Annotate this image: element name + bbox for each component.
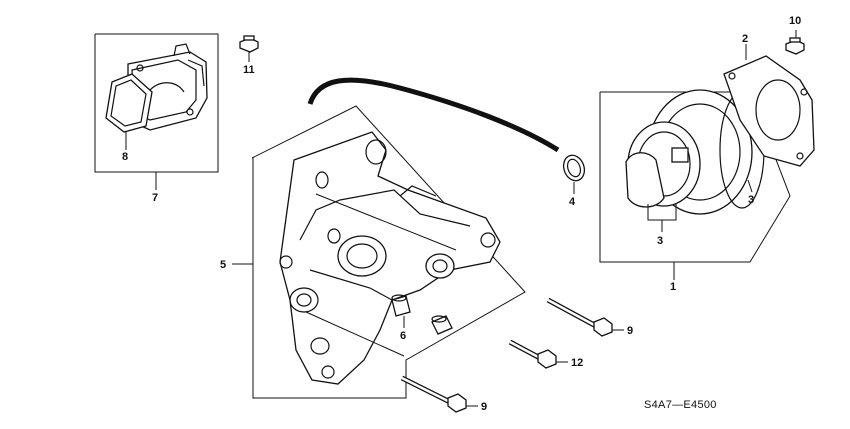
callout-10: 10 bbox=[789, 15, 801, 27]
pump-cover-2 bbox=[723, 55, 815, 167]
callout-7: 7 bbox=[152, 192, 158, 204]
callout-2: 2 bbox=[742, 33, 748, 45]
callout-8: 8 bbox=[122, 151, 128, 163]
bolt-10 bbox=[785, 37, 805, 55]
water-pump-housing bbox=[279, 131, 501, 385]
part-1-frame bbox=[599, 91, 791, 263]
callout-3-pump: 3 bbox=[748, 194, 754, 206]
dowel-pins-6 bbox=[391, 294, 453, 335]
callout-6: 6 bbox=[400, 330, 406, 342]
gasket-8 bbox=[105, 73, 153, 133]
callout-11: 11 bbox=[243, 64, 255, 76]
callout-12: 12 bbox=[571, 357, 583, 369]
callout-9-lower: 9 bbox=[481, 401, 487, 413]
bolt-9-upper bbox=[546, 297, 613, 337]
water-pump bbox=[625, 89, 753, 215]
callout-4: 4 bbox=[569, 196, 576, 208]
callout-3-impeller: 3 bbox=[657, 235, 663, 247]
bolt-9-lower bbox=[400, 375, 467, 413]
callout-9-upper: 9 bbox=[627, 325, 633, 337]
belt-outline bbox=[307, 77, 560, 153]
callout-5: 5 bbox=[220, 259, 226, 271]
part-7-frame bbox=[94, 33, 219, 173]
part-5-frame bbox=[251, 105, 526, 399]
o-ring-4 bbox=[562, 154, 586, 182]
diagram-code: S4A7—E4500 bbox=[644, 399, 717, 411]
bolt-11 bbox=[239, 35, 259, 53]
bolt-12 bbox=[508, 339, 557, 369]
callout-1: 1 bbox=[670, 281, 676, 293]
